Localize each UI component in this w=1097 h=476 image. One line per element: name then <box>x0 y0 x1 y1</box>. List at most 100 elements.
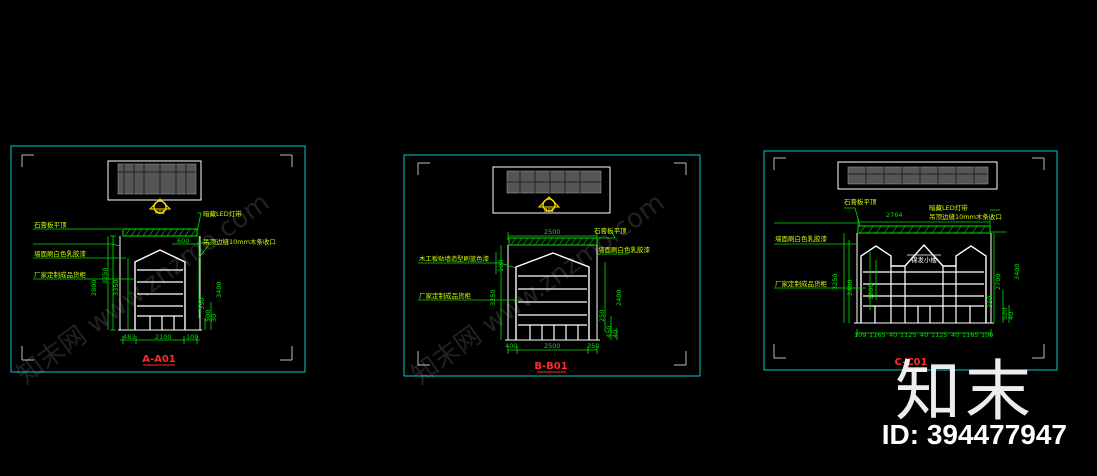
drawing-a-cabinet-shelves <box>137 269 183 330</box>
drawing-b-dim-v5: 450 <box>605 326 613 338</box>
drawing-c-sign: 锦发小楼 <box>911 255 938 264</box>
drawing-b-dim-bottom-3: 350 <box>587 342 599 350</box>
drawing-a-label-5: 厂家定制成品货柜 <box>34 270 87 279</box>
drawing-c-wall-lines <box>854 233 994 324</box>
drawing-c-ceiling-hatch <box>859 225 986 234</box>
drawing-b-dim-v4: 250 <box>598 310 606 322</box>
drawing-b-frame <box>403 154 701 377</box>
drawing-c-dim-v7: 520 <box>1001 308 1009 320</box>
drawing-c-title: C-C01 <box>895 357 928 368</box>
drawing-a-dim-bottom-2: 2100 <box>155 333 172 341</box>
drawing-a-section-arrow <box>148 198 172 210</box>
drawing-c-dim-v2: 2400 <box>846 279 854 296</box>
drawing-b-corner-marks <box>417 162 687 366</box>
drawing-a-label-3: 吊顶边缝10mm木条收口 <box>203 237 276 246</box>
drawing-a-leaders <box>33 212 211 280</box>
drawing-c-dim-v1: 3250 <box>831 273 839 290</box>
drawing-a-frame <box>10 145 306 373</box>
drawing-b-cabinet-shelves <box>518 275 587 340</box>
drawing-c-leaders <box>774 207 1007 289</box>
drawing-a-wall-lines <box>118 236 202 331</box>
drawing-c-dim-v6: 350 <box>986 296 994 308</box>
drawing-c-dim-v8: 40 <box>1007 312 1015 320</box>
drawing-c-dim-bottom-1: 109 <box>854 331 866 339</box>
drawing-c-dims <box>843 218 1010 337</box>
drawing-a-dim-v4: 3400 <box>215 281 223 298</box>
drawing-c-plan-shelves <box>848 167 988 184</box>
drawing-b-label-3a: 木工板贴墙造型刷蓝色漆 <box>419 255 489 263</box>
drawing-c-label-1: 石膏板平顶 <box>844 197 877 206</box>
drawing-b-marker-text: B01 <box>544 208 554 214</box>
drawing-c-corner-marks <box>773 157 1045 359</box>
brand-logo-text: 知末 <box>895 353 1035 430</box>
drawing-a-dim-v7: 30 <box>210 314 218 322</box>
drawing-c-dim-top: 2764 <box>886 211 903 219</box>
drawing-a-label-2: 暗藏LED灯带 <box>203 209 242 218</box>
drawing-a-plan-shelves <box>118 164 196 194</box>
drawing-c-dim-bottom-2: 1165 <box>869 331 886 339</box>
drawing-b-dim-v2: 3250 <box>489 289 497 306</box>
drawing-c-label-5: 厂家定制成品货柜 <box>775 279 828 288</box>
drawing-b-label-1: 石膏板平顶 <box>594 226 627 235</box>
drawing-c: 锦发小楼 石膏板平顶 暗藏LED灯带 吊顶边缝10mm木条收口 墙面刷白色乳胶漆… <box>763 150 1058 371</box>
drawing-b-label-2: 墙面刷白色乳胶漆 <box>598 245 651 254</box>
drawing-b-dim-bottom-1: 400 <box>505 342 517 350</box>
drawing-c-dim-bottom-7: 40 <box>951 331 959 339</box>
drawing-c-frame <box>763 150 1058 371</box>
drawing-c-label-3: 吊顶边缝10mm木条收口 <box>929 212 1002 221</box>
drawing-b-dim-v3: 2400 <box>615 289 623 306</box>
drawing-b-dim-v1: 100 <box>497 260 505 272</box>
drawing-a-dim-top: 600 <box>177 237 189 245</box>
drawing-a: A01 石膏板平顶 暗藏LED灯带 吊顶边缝10mm木条收口 墙面刷白色乳胶漆 … <box>10 145 306 373</box>
drawing-c-dim-bottom-4: 1125 <box>900 331 917 339</box>
drawing-c-plan <box>837 161 998 190</box>
drawing-b-ceiling-hatch <box>510 237 595 246</box>
drawing-c-ceiling <box>857 225 991 234</box>
drawing-a-plan-fill <box>117 163 197 195</box>
drawing-c-dim-bottom-3: 40 <box>889 331 897 339</box>
drawing-b-plan-shelves <box>507 171 601 193</box>
drawing-c-label-4: 墙面刷白色乳胶漆 <box>775 234 828 243</box>
drawing-a-dim-v6: 500 <box>204 310 212 322</box>
drawing-b-title: B-B01 <box>534 361 567 372</box>
drawing-b-dims <box>495 232 618 354</box>
drawing-a-dim-bottom-3: 100 <box>186 333 198 341</box>
drawing-b-section-marker <box>542 198 556 212</box>
drawing-b-wall-lines <box>505 245 600 341</box>
drawing-c-dim-v3: 1800 <box>867 283 875 300</box>
drawing-a-plan <box>107 160 202 201</box>
drawing-c-bottom-dims: 109 1165 40 1125 40 1125 40 1165 100 <box>854 331 993 339</box>
drawing-a-corner-marks <box>21 154 293 361</box>
drawing-b-cabinet <box>515 252 590 340</box>
drawing-a-title: A-A01 <box>142 354 176 365</box>
drawing-c-plan-fill <box>847 166 989 185</box>
drawing-c-cabinet-shelves <box>863 266 984 323</box>
drawing-a-dim-v5: 350 <box>198 298 206 310</box>
drawing-a-ceiling-hatch <box>124 228 197 237</box>
drawing-c-dim-v4: 2700 <box>994 273 1002 290</box>
drawing-c-label-2: 暗藏LED灯带 <box>929 203 968 212</box>
drawing-a-dim-bottom-1: 483 <box>123 333 135 341</box>
drawing-c-cabinet <box>860 243 987 323</box>
drawing-a-marker-text: A01 <box>155 210 165 216</box>
drawing-c-dim-bottom-8: 1165 <box>962 331 979 339</box>
image-id-label: ID: 394477947 <box>881 419 1067 450</box>
drawing-a-dim-v2: 3250 <box>101 267 109 284</box>
drawing-a-cabinet <box>134 249 186 330</box>
drawing-a-label-1: 石膏板平顶 <box>34 220 67 229</box>
drawing-a-dim-v3: 3350 <box>112 279 120 296</box>
drawing-a-dim-v1: 2800 <box>90 279 98 296</box>
drawing-a-label-4: 墙面刷白色乳胶漆 <box>34 249 87 258</box>
drawing-b-dim-v6: 40 <box>611 330 619 338</box>
drawing-c-dim-bottom-5: 40 <box>920 331 928 339</box>
drawing-a-dims <box>107 235 212 344</box>
drawing-c-dim-bottom-9: 100 <box>981 331 993 339</box>
drawing-b-dim-top: 2500 <box>544 228 561 236</box>
drawing-c-dim-v5: 3400 <box>1013 263 1021 280</box>
drawing-b-leaders <box>418 231 629 301</box>
drawing-b-label-4: 厂家定制成品货柜 <box>419 291 472 300</box>
drawing-b-plan <box>492 166 611 214</box>
drawing-a-section-marker <box>153 200 167 214</box>
drawing-b: B01 石膏板平顶 墙面刷白色乳胶漆 木工板贴墙造型刷蓝色漆 厂家定制成品货柜 … <box>403 154 701 377</box>
